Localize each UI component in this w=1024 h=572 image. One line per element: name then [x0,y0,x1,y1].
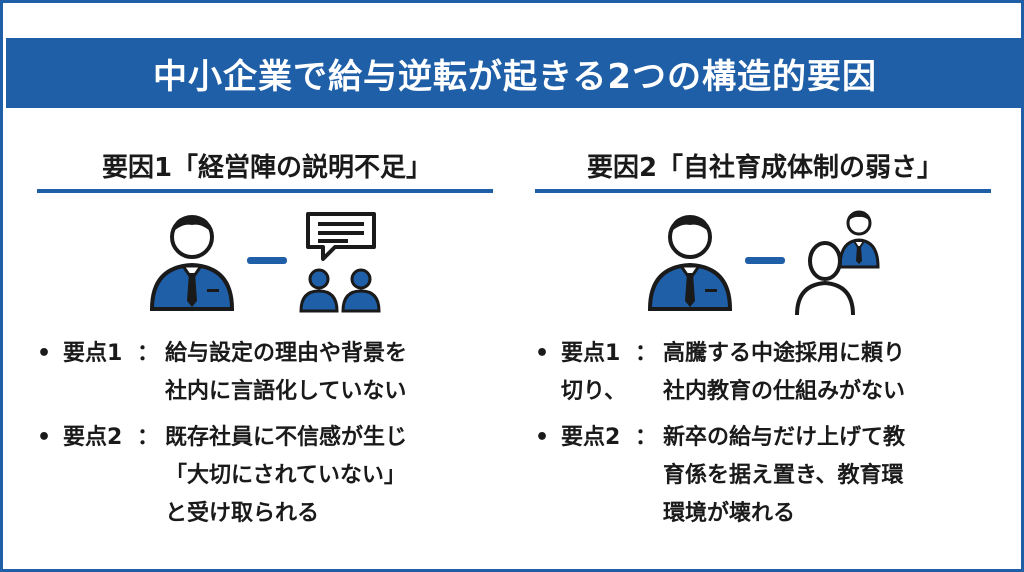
point-line: 社内教育の仕組みがない [663,379,906,404]
factor-1-rule [37,189,493,193]
new-hire-icon [795,241,855,316]
factor-1-heading: 要因1「経営陣の説明不足」 [101,153,433,183]
factor-1-point-1: • 要点1 ： 給与設定の理由や背景を 社内に言語化していない [37,335,497,415]
factor-1-points: • 要点1 ： 給与設定の理由や背景を 社内に言語化していない • 要点2 ： … [37,335,497,537]
point-label: 要点1 [63,341,123,366]
point-label: 要点2 [561,425,621,450]
point-line: 給与設定の理由や背景を [165,341,408,366]
factor-2-rule [535,189,991,193]
dash-icon [745,257,785,264]
bullet: • [37,341,52,366]
employees-icon [299,268,381,313]
bullet: • [535,425,550,450]
point-label: 要点2 [63,425,123,450]
slide-title: 中小企業で給与逆転が起きる2つの構造的要因 [6,38,1024,108]
bullet: • [37,425,52,450]
point-line: 育係を据え置き、教育環 [663,463,904,488]
factor-2-heading: 要因2「自社育成体制の弱さ」 [586,153,944,183]
point-separator: ： [137,425,160,450]
speech-bubble-icon [306,212,376,261]
factor-2-points: • 要点1 切り、 ： 高騰する中途採用に頼り 社内教育の仕組みがない • 要点… [535,335,995,537]
point-line: 「大切にされていない」 [165,463,406,488]
factor-2-illustration [535,209,995,319]
point-line: と受け取られる [165,501,320,526]
bullet: • [535,341,550,366]
manager-icon [149,215,235,311]
point-separator: ： [137,341,160,366]
point-line: 社内に言語化していない [165,379,407,404]
factor-1-column: 要因1「経営陣の説明不足」 [37,113,497,563]
factor-1-illustration [37,209,497,319]
point-line: 新卒の給与だけ上げて教 [663,425,906,450]
point-label-continued: 切り、 [561,379,627,404]
factor-2-column: 要因2「自社育成体制の弱さ」 [535,113,995,563]
factor-1-point-2: • 要点2 ： 既存社員に不信感が生じ 「大切にされていない」 と受け取られる [37,419,497,533]
point-label: 要点1 [561,341,621,366]
point-line: 環境が壊れる [663,501,796,526]
point-line: 既存社員に不信感が生じ [165,425,408,450]
dash-icon [247,257,287,264]
manager-icon [647,215,733,311]
point-separator: ： [635,425,658,450]
factor-2-point-1: • 要点1 切り、 ： 高騰する中途採用に頼り 社内教育の仕組みがない [535,335,995,415]
trainee-icon [838,210,880,269]
point-line: 高騰する中途採用に頼り [663,341,906,366]
point-separator: ： [635,341,658,366]
factor-2-point-2: • 要点2 ： 新卒の給与だけ上げて教 育係を据え置き、教育環 環境が壊れる [535,419,995,533]
